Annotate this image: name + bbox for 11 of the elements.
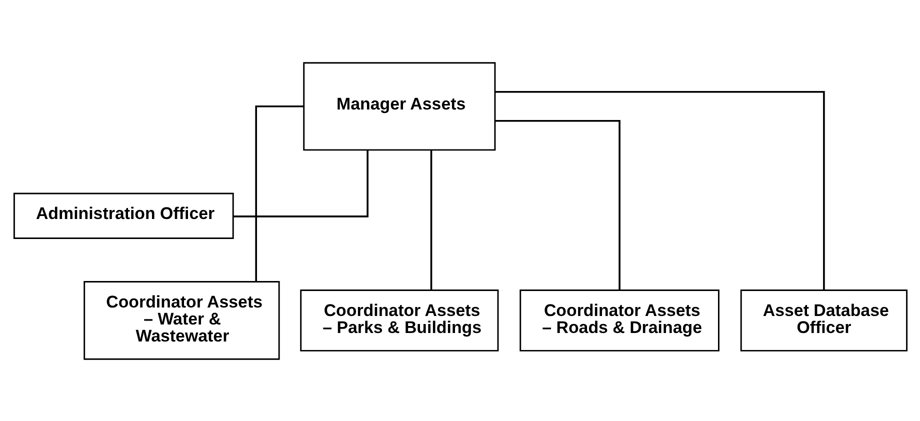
node-box: Coordinator Assets – Roads & Drainage [519,289,719,351]
connector [232,150,368,217]
node-box: Coordinator Assets – Parks & Buildings [300,289,498,351]
connector [254,104,304,282]
node-box: Administration Officer [12,192,234,238]
node-box: Asset Database Officer [740,289,908,351]
node-box: Coordinator Assets – Water & Wastewater [83,280,280,360]
node-box: Manager Assets [302,62,496,150]
connector [494,90,824,290]
connector [430,150,432,290]
connector [494,119,620,290]
